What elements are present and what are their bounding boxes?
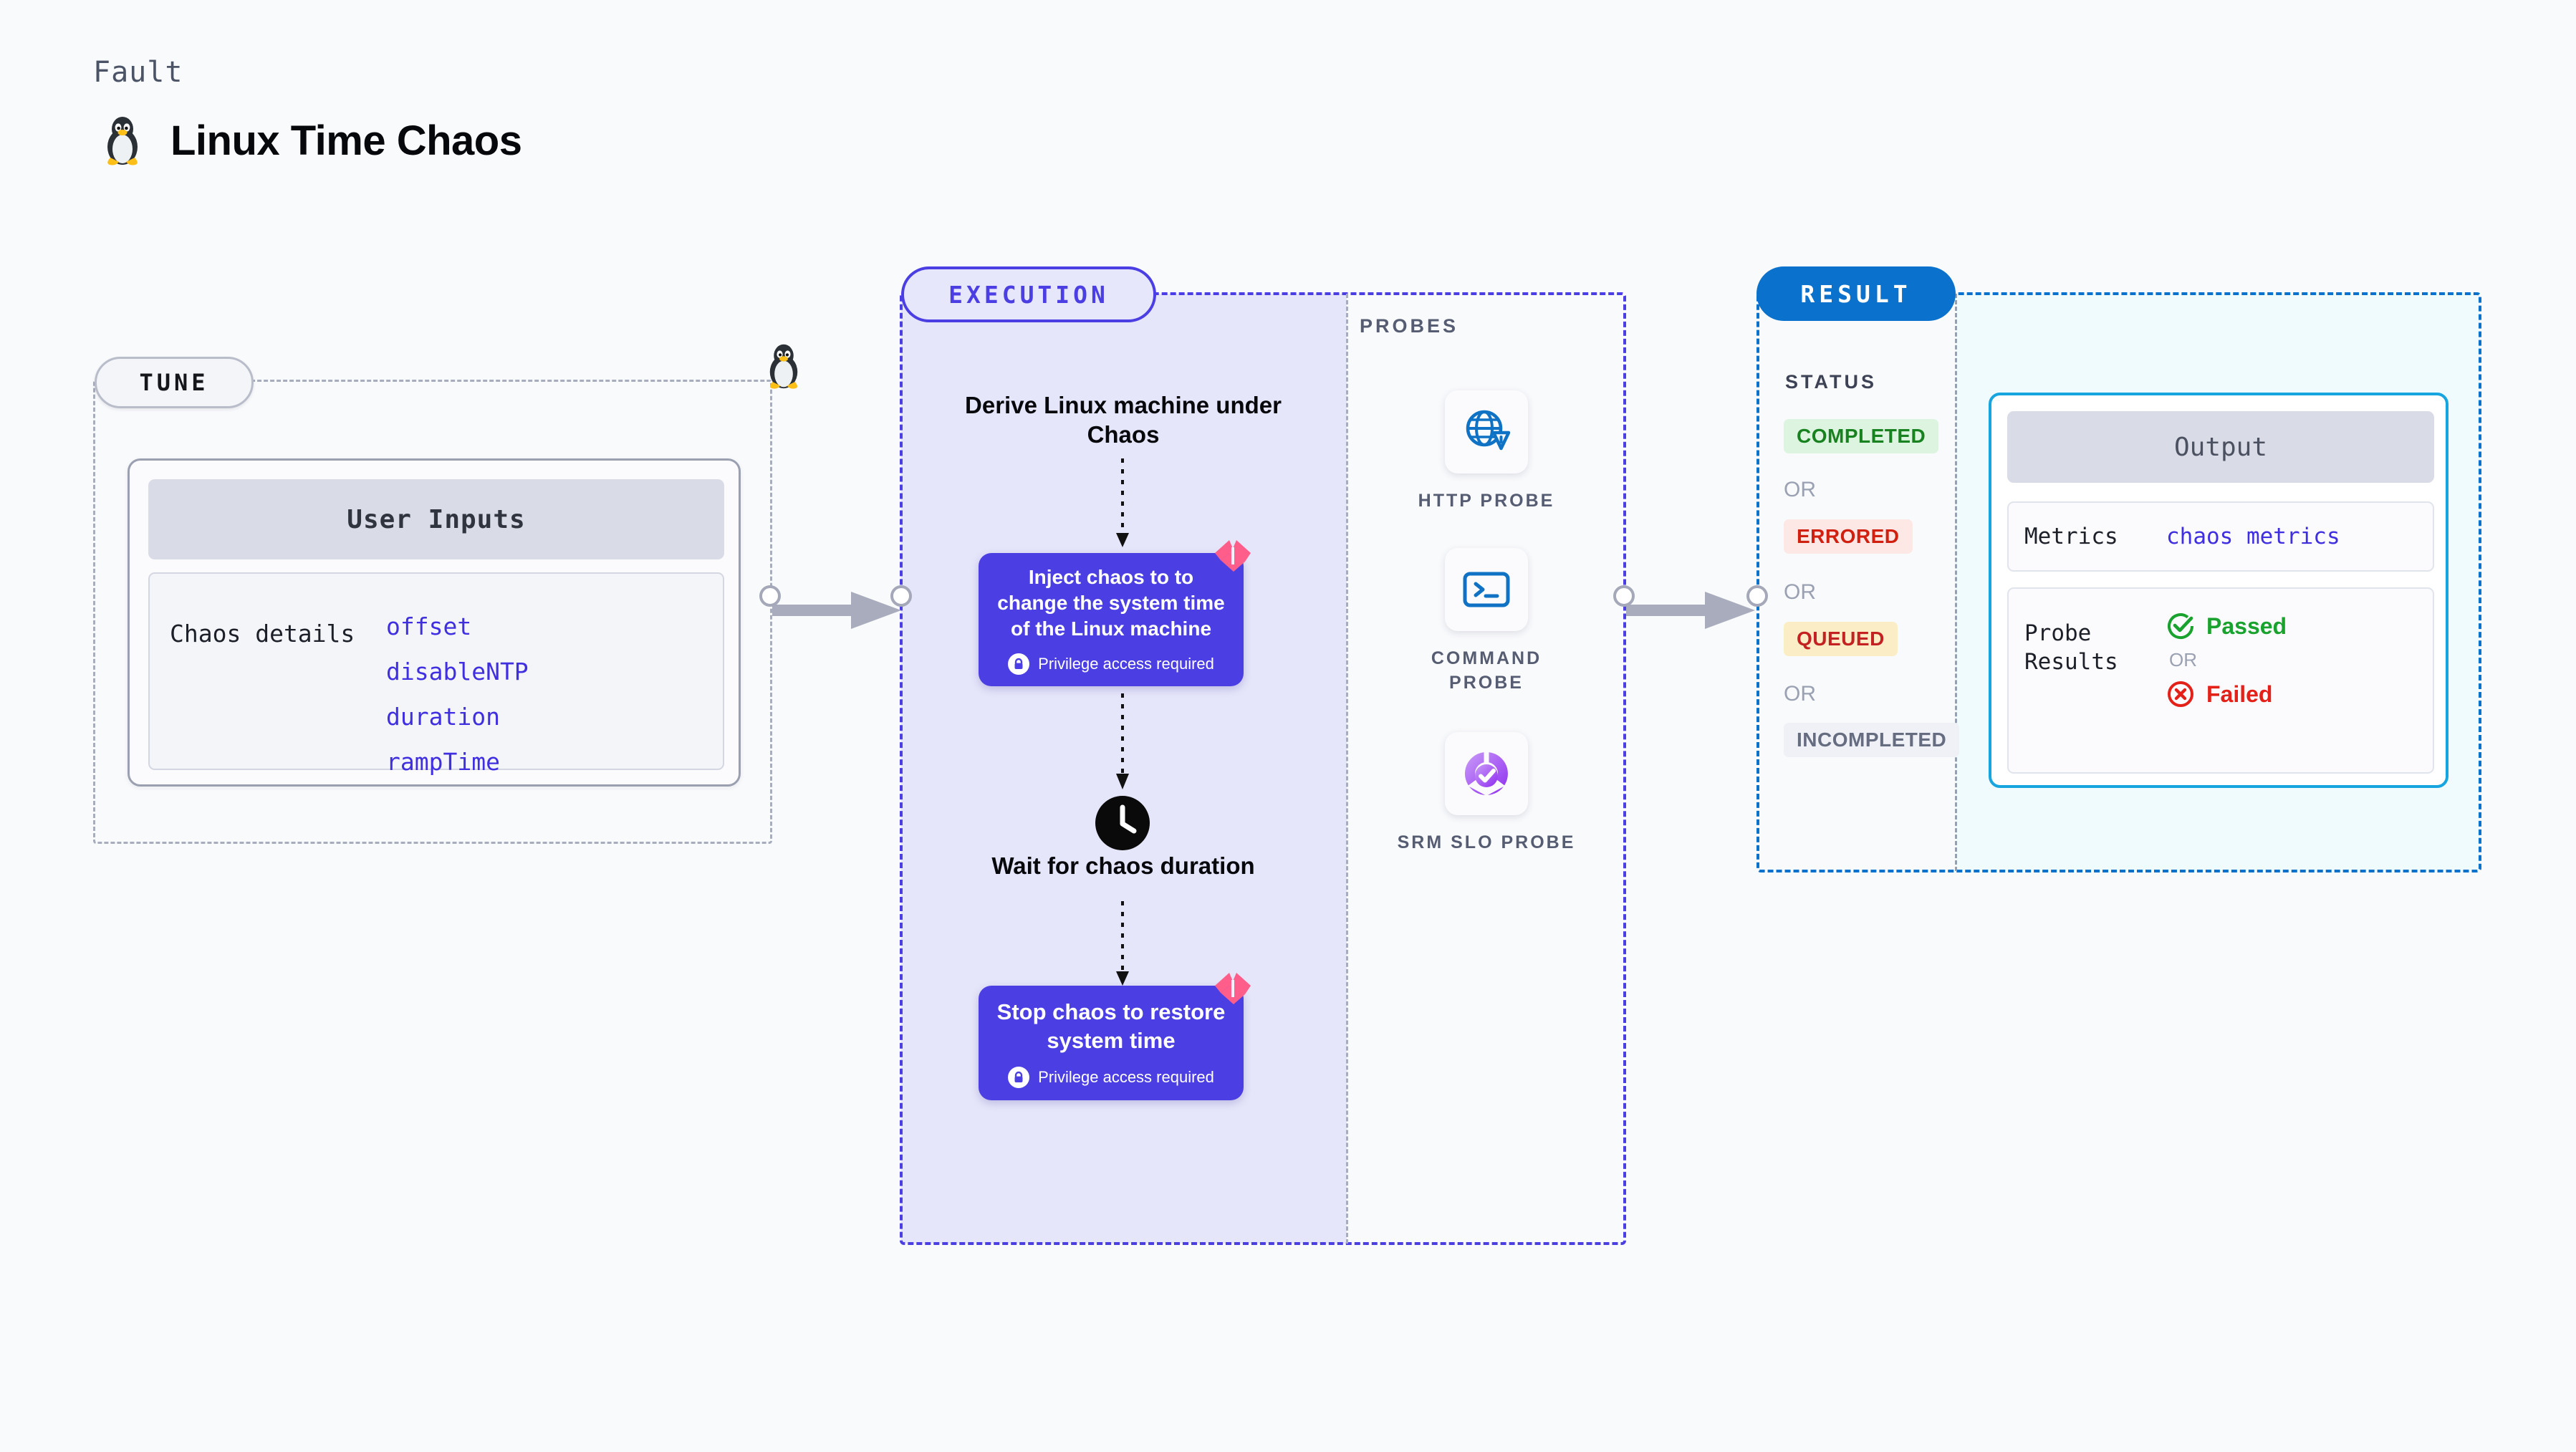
probe-srm-slo-tile[interactable] <box>1445 732 1528 815</box>
status-badge-completed: COMPLETED <box>1784 419 1939 453</box>
user-inputs-card: User Inputs Chaos details offset disable… <box>128 458 741 787</box>
connector-node <box>890 585 912 607</box>
connector-node <box>1746 585 1768 607</box>
probe-http[interactable]: HTTP PROBE <box>1393 390 1580 514</box>
status-or: OR <box>1784 682 1816 706</box>
status-or: OR <box>1784 580 1816 604</box>
probe-result-failed: Failed <box>2166 680 2287 708</box>
probe-srm-slo[interactable]: SRM SLO PROBE <box>1393 732 1580 855</box>
probe-command-label: COMMAND PROBE <box>1431 648 1542 693</box>
result-panel <box>1756 292 2481 872</box>
flow-arrow-down <box>1116 458 1129 547</box>
lock-icon <box>1008 653 1030 675</box>
page-kicker: Fault <box>93 56 183 89</box>
status-badge-incompleted: INCOMPLETED <box>1784 723 1960 757</box>
status-badge-errored: ERRORED <box>1784 519 1913 554</box>
execution-step-derive: Derive Linux machine under Chaos <box>965 392 1282 448</box>
tune-tag: TUNE <box>95 357 254 408</box>
probe-result-passed: Passed <box>2166 612 2287 640</box>
probes-divider <box>1346 294 1348 1244</box>
step-stop-title: Stop chaos to restore system time <box>996 999 1226 1053</box>
output-metrics-value[interactable]: chaos metrics <box>2166 524 2340 549</box>
output-metrics-key: Metrics <box>2024 523 2118 549</box>
result-divider <box>1955 294 1957 871</box>
probe-result-or: OR <box>2169 649 2197 670</box>
terminal-icon <box>1463 572 1510 607</box>
probe-http-label: HTTP PROBE <box>1418 491 1555 511</box>
chaos-details-row: Chaos details offset disableNTP duration… <box>148 572 724 776</box>
connector-node <box>1613 585 1635 607</box>
step-inject-privilege: Privilege access required <box>1008 653 1214 675</box>
page-title: Linux Time Chaos <box>170 117 522 164</box>
probes-label: PROBES <box>1360 315 1459 337</box>
input-disablentp[interactable]: disableNTP <box>386 658 529 686</box>
status-badge-queued: QUEUED <box>1784 622 1898 656</box>
input-ramptime[interactable]: rampTime <box>386 748 500 776</box>
execution-step-inject: Inject chaos to to change the system tim… <box>979 553 1244 686</box>
user-inputs-title: User Inputs <box>148 479 724 559</box>
harness-logo-icon <box>1215 973 1251 1004</box>
output-card: Output Metrics chaos metrics Probe Resul… <box>1989 393 2448 788</box>
probe-command[interactable]: COMMAND PROBE <box>1393 548 1580 696</box>
lock-icon <box>1008 1066 1030 1088</box>
input-offset[interactable]: offset <box>386 612 472 640</box>
execution-step-wait: Wait for chaos duration <box>991 852 1255 879</box>
clock-icon <box>1095 796 1150 850</box>
step-stop-privilege-text: Privilege access required <box>1038 1067 1214 1086</box>
output-probe-values: Passed OR Failed <box>2166 589 2287 708</box>
chaos-details-label: Chaos details <box>170 620 355 648</box>
input-duration[interactable]: duration <box>386 703 500 731</box>
probe-srm-slo-label: SRM SLO PROBE <box>1397 832 1576 852</box>
check-circle-icon <box>2168 613 2194 640</box>
flow-arrow-down <box>1116 693 1129 789</box>
probe-http-tile[interactable] <box>1445 390 1528 473</box>
output-probe-key: Probe Results <box>2024 620 2118 675</box>
output-title: Output <box>2007 411 2434 483</box>
status-or: OR <box>1784 478 1816 501</box>
connector-tune-to-execution <box>772 592 901 629</box>
harness-logo-icon <box>1215 540 1251 572</box>
execution-tag: EXECUTION <box>901 266 1156 322</box>
step-stop-privilege: Privilege access required <box>1008 1066 1214 1088</box>
globe-warning-icon <box>1466 410 1511 451</box>
step-inject-privilege-text: Privilege access required <box>1038 654 1214 673</box>
connector-node <box>759 585 781 607</box>
x-circle-icon <box>2168 681 2193 707</box>
tune-panel <box>93 380 772 844</box>
output-probe-results-row: Probe Results Passed OR Failed <box>2007 587 2434 774</box>
execution-probes-panel <box>900 292 1626 1245</box>
linux-penguin-icon <box>769 344 798 389</box>
execution-step-stop: Stop chaos to restore system time Privil… <box>979 986 1244 1100</box>
probe-result-failed-label: Failed <box>2206 681 2273 707</box>
chaos-details-values: offset disableNTP duration rampTime <box>386 574 529 776</box>
status-label: STATUS <box>1785 371 1877 393</box>
step-inject-title: Inject chaos to to change the system tim… <box>997 566 1225 640</box>
output-metrics-row: Metrics chaos metrics <box>2007 501 2434 572</box>
flow-arrow-down <box>1116 901 1129 986</box>
result-tag: RESULT <box>1756 266 1956 321</box>
slo-donut-check-icon <box>1464 752 1508 796</box>
page-header: Linux Time Chaos <box>100 115 522 166</box>
linux-penguin-icon <box>107 117 138 165</box>
probe-command-tile[interactable] <box>1445 548 1528 631</box>
connector-execution-to-result <box>1626 592 1755 629</box>
probe-result-passed-label: Passed <box>2206 612 2287 639</box>
